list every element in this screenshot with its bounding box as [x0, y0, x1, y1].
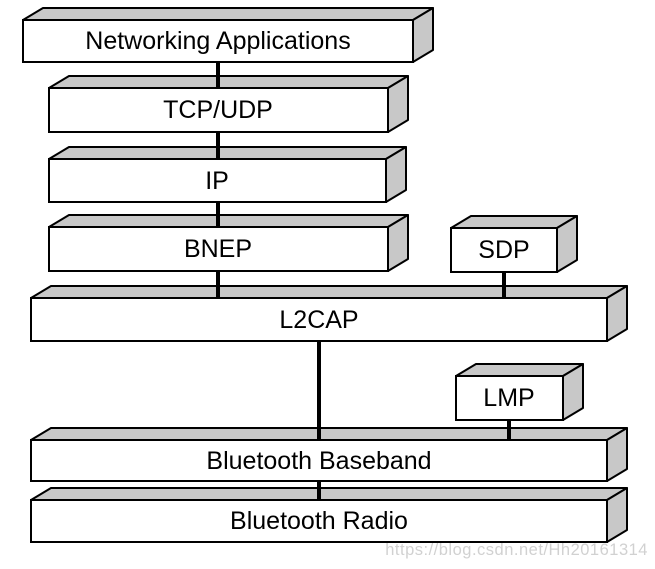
- box-top-face: [48, 214, 409, 228]
- box-front-face: [455, 375, 564, 421]
- box-front-face: [30, 439, 608, 482]
- box-top-face: [455, 363, 584, 377]
- connectors: [216, 61, 511, 501]
- box-front-face: [48, 158, 387, 203]
- box-label: Bluetooth Baseband: [206, 447, 431, 475]
- box-tcp-udp: TCP/UDP: [48, 75, 409, 133]
- box-bnep: BNEP: [48, 214, 409, 272]
- box-top-face: [30, 487, 628, 501]
- box-lmp: LMP: [455, 363, 584, 421]
- box-top-face: [30, 427, 628, 441]
- box-label: BNEP: [184, 235, 252, 263]
- box-bluetooth-baseband: Bluetooth Baseband: [30, 427, 628, 482]
- box-bluetooth-radio: Bluetooth Radio: [30, 487, 628, 543]
- box-label: L2CAP: [279, 306, 358, 334]
- box-front-face: [48, 226, 389, 272]
- box-top-face: [22, 7, 434, 21]
- box-l2cap: L2CAP: [30, 285, 628, 342]
- box-front-face: [30, 499, 608, 543]
- box-ip: IP: [48, 146, 407, 203]
- box-label: SDP: [478, 236, 529, 264]
- box-label: Networking Applications: [85, 27, 350, 55]
- box-label: Bluetooth Radio: [230, 507, 408, 535]
- box-front-face: [450, 227, 558, 273]
- box-label: IP: [205, 167, 229, 195]
- box-top-face: [30, 285, 628, 299]
- box-sdp: SDP: [450, 215, 578, 273]
- box-label: TCP/UDP: [163, 96, 273, 124]
- box-front-face: [22, 19, 414, 63]
- box-networking-applications: Networking Applications: [22, 7, 434, 63]
- box-top-face: [48, 75, 409, 89]
- box-label: LMP: [483, 384, 534, 412]
- box-top-face: [48, 146, 407, 160]
